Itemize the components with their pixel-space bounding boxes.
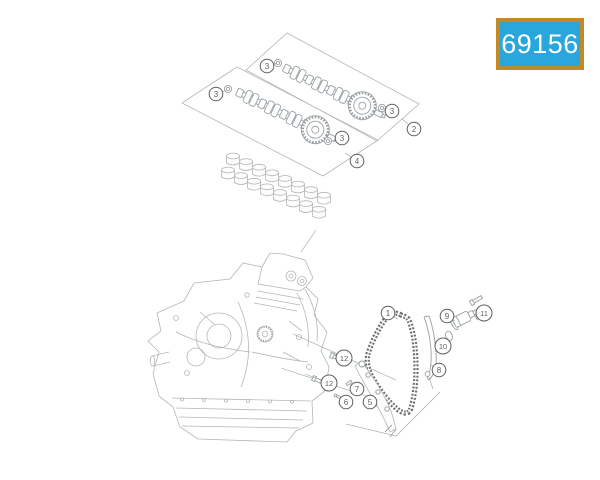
callout-5: 5 — [362, 394, 378, 410]
callout-7: 7 — [349, 381, 365, 397]
callout-balloons: 3 3 3 3 2 4 1 12 12 76 5 8 9 10 11 — [208, 58, 493, 410]
tensioner-bolt — [468, 294, 484, 307]
callout-12: 12 — [320, 374, 338, 392]
callout-1: 1 — [380, 305, 396, 321]
callout-6: 6 — [338, 394, 354, 410]
leader-lines — [280, 229, 441, 437]
tappet-cup — [239, 158, 253, 171]
callout-2: 2 — [406, 121, 422, 137]
callout-11: 11 — [475, 304, 493, 322]
svg-text:3: 3 — [265, 62, 270, 71]
svg-text:8: 8 — [437, 366, 442, 375]
callout-3: 3 — [208, 86, 224, 102]
callout-9: 9 — [439, 308, 455, 324]
tensioner-pin — [345, 379, 353, 387]
callout-3: 3 — [259, 58, 275, 74]
svg-text:9: 9 — [445, 312, 450, 321]
chain-guide-front — [354, 360, 397, 438]
svg-text:1: 1 — [386, 309, 391, 318]
seal-ring — [223, 84, 233, 94]
part-number-badge: 69156 — [496, 18, 584, 70]
tappet-cup — [273, 189, 287, 202]
svg-text:5: 5 — [368, 398, 373, 407]
svg-text:4: 4 — [355, 157, 360, 166]
engine-case — [147, 252, 330, 443]
callout-3: 3 — [384, 103, 400, 119]
tappet-cup — [260, 183, 274, 197]
tappet-cup — [291, 180, 305, 194]
tappet-cup — [317, 191, 331, 205]
seal-ring — [323, 136, 333, 146]
tappet-cup — [221, 166, 235, 180]
tappet-cup — [304, 186, 318, 199]
callout-10: 10 — [434, 337, 452, 355]
callout-4: 4 — [349, 153, 365, 169]
svg-text:3: 3 — [214, 90, 219, 99]
svg-text:12: 12 — [340, 354, 348, 363]
tappet-cup — [312, 205, 326, 219]
tappet-cup — [286, 194, 300, 208]
tappet-cup — [299, 200, 313, 213]
svg-text:10: 10 — [439, 342, 447, 351]
tappet-cup — [247, 177, 261, 191]
cam-chain-drive-sprocket — [256, 325, 274, 343]
tensioner-gasket — [445, 330, 453, 342]
camshaft-plane-inner — [181, 66, 379, 177]
callout-8: 8 — [431, 362, 447, 378]
tappet-cup — [234, 172, 248, 185]
tappet-cup — [278, 175, 292, 188]
svg-text:7: 7 — [355, 385, 360, 394]
tappet-cup — [226, 152, 240, 166]
callout-3: 3 — [334, 130, 350, 146]
svg-text:3: 3 — [340, 134, 345, 143]
tappet-cups — [221, 152, 331, 219]
tappet-cup — [265, 169, 279, 183]
callout-12: 12 — [335, 349, 353, 367]
svg-text:11: 11 — [480, 309, 488, 318]
tappet-cup — [252, 163, 266, 177]
seal-ring — [377, 103, 387, 113]
seal-ring — [273, 58, 283, 68]
svg-text:6: 6 — [344, 398, 349, 407]
timing-chain — [364, 310, 419, 416]
svg-text:3: 3 — [390, 107, 395, 116]
part-number-text: 69156 — [501, 28, 579, 59]
svg-text:12: 12 — [325, 379, 333, 388]
svg-text:2: 2 — [412, 125, 417, 134]
